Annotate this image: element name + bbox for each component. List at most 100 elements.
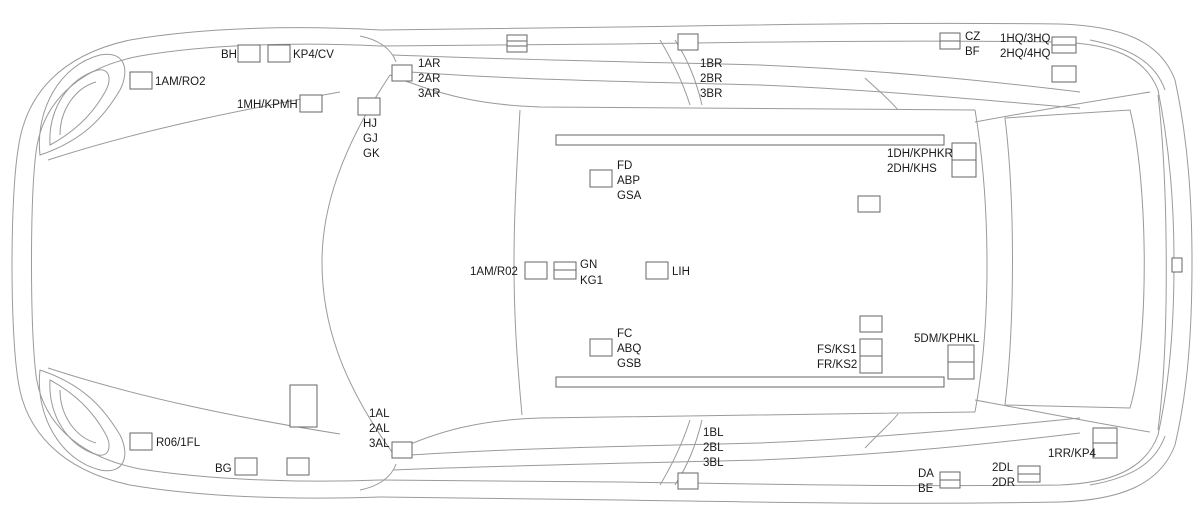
label-2dh-khs: 2DH/KHS [887, 163, 937, 175]
connector-1am-ro2 [129, 71, 153, 90]
label-bf: BF [965, 46, 980, 58]
label-fr-ks2: FR/KS2 [817, 359, 857, 371]
label-2br: 2BR [700, 73, 722, 85]
label-5dm-kphkl: 5DM/KPHKL [914, 333, 980, 345]
connector-r06-1fl [129, 432, 153, 451]
label-1mh-kpmh: 1MH/KPMH [237, 99, 298, 111]
connector-5dm-1 [947, 344, 975, 363]
connector-bumper-left [289, 384, 318, 428]
roof-bottom-left [391, 411, 976, 453]
connector-hq-lower [1051, 65, 1077, 83]
label-3br: 3BR [700, 88, 722, 100]
connector-bg-2 [286, 457, 310, 476]
label-1am-r02: 1AM/R02 [470, 266, 518, 278]
connector-hj [357, 97, 381, 116]
headlamp-bottom-inner2 [59, 389, 97, 444]
label-1al: 1AL [369, 408, 390, 420]
rear-glass [1004, 109, 1145, 409]
connector-fd [589, 169, 613, 188]
connector-br [677, 33, 699, 51]
label-1hq-3hq: 1HQ/3HQ [1000, 33, 1051, 45]
front-fender-top [359, 35, 397, 63]
headlamp-bottom-outer [38, 369, 126, 472]
rear-tab [1171, 257, 1183, 273]
label-1ar: 1AR [418, 58, 440, 70]
door-rail-top-1 [392, 54, 1081, 93]
label-kp4cv: KP4/CV [293, 49, 334, 61]
label-1rr-kp4: 1RR/KP4 [1048, 448, 1097, 460]
connector-bl [677, 472, 699, 490]
connector-ar [391, 64, 413, 82]
label-fd: FD [617, 160, 632, 172]
rear-window-outer [974, 109, 988, 413]
door-rail-bottom-1 [392, 432, 1081, 471]
label-2hq-4hq: 2HQ/4HQ [1000, 48, 1051, 60]
label-3ar: 3AR [418, 88, 440, 100]
label-2ar: 2AR [418, 73, 440, 85]
cabin-bar-top [555, 134, 945, 146]
body-inner [31, 40, 1175, 487]
label-cz: CZ [965, 31, 980, 43]
b-pillar-bottom [659, 419, 691, 486]
connector-5dm-2 [947, 361, 975, 380]
label-lih: LIH [672, 266, 690, 278]
headlamp-bottom-inner [49, 379, 110, 456]
label-2dr: 2DR [992, 477, 1015, 489]
label-be: BE [918, 483, 934, 495]
connector-kp4cv [267, 44, 291, 63]
label-2al: 2AL [369, 423, 390, 435]
connector-1dh [951, 142, 977, 161]
connector-bh [237, 44, 261, 63]
c-pillar-top [864, 77, 899, 111]
c-pillar-bottom [864, 413, 899, 449]
b-pillar-top [659, 39, 691, 106]
connector-top-stack [506, 34, 528, 53]
connector-2dh [951, 159, 977, 178]
label-1bl: 1BL [703, 427, 724, 439]
tail-line [1157, 94, 1167, 431]
connector-1am-r02 [524, 261, 548, 280]
connector-fr-ks2 [859, 355, 883, 374]
connector-bg [234, 457, 258, 476]
rear-edge-bottom [974, 399, 1151, 433]
label-3al: 3AL [369, 438, 390, 450]
car-outline [11, 22, 1193, 504]
label-gj: GJ [363, 133, 378, 145]
label-1am-ro2: 1AM/RO2 [155, 76, 206, 88]
connector-fs-ks1 [859, 338, 883, 357]
connector-labels: BH KP4/CV 1AM/RO2 1MH/KPMH 1AR 2AR 3AR H… [155, 31, 1097, 495]
rear-lamp-bottom [1089, 435, 1166, 486]
label-gsa: GSA [617, 190, 642, 202]
headlamp-top-outer [38, 53, 126, 156]
connector-al [391, 441, 413, 459]
connector-boxes [129, 32, 1118, 490]
label-1br: 1BR [700, 58, 722, 70]
label-r06-1fl: R06/1FL [156, 437, 201, 449]
connector-center-right [857, 195, 881, 213]
label-1dh-kphkr: 1DH/KPHKR [887, 148, 953, 160]
label-gk: GK [363, 148, 380, 160]
label-3bl: 3BL [703, 457, 724, 469]
connector-1mh-kpmh [299, 94, 323, 113]
label-fs-ks1: FS/KS1 [817, 344, 857, 356]
headlamp-top-inner2 [59, 81, 97, 136]
connector-fc [589, 338, 613, 357]
label-fc: FC [617, 328, 632, 340]
connector-fs-top [859, 315, 883, 333]
label-gn: GN [580, 259, 597, 271]
label-2bl: 2BL [703, 442, 724, 454]
headlamp-top-inner [49, 69, 110, 146]
label-hj: HJ [363, 118, 377, 130]
label-2dl: 2DL [992, 462, 1014, 474]
label-gsb: GSB [617, 358, 642, 370]
label-abp: ABP [617, 175, 640, 187]
cabin-front-edge [513, 109, 523, 416]
cabin-bar-bottom [555, 376, 945, 388]
hood-line-bottom [47, 367, 341, 435]
label-da: DA [918, 468, 934, 480]
door-rail-bottom-2 [409, 417, 1081, 456]
door-rail-top-2 [409, 71, 1081, 109]
label-kg1: KG1 [580, 275, 603, 287]
